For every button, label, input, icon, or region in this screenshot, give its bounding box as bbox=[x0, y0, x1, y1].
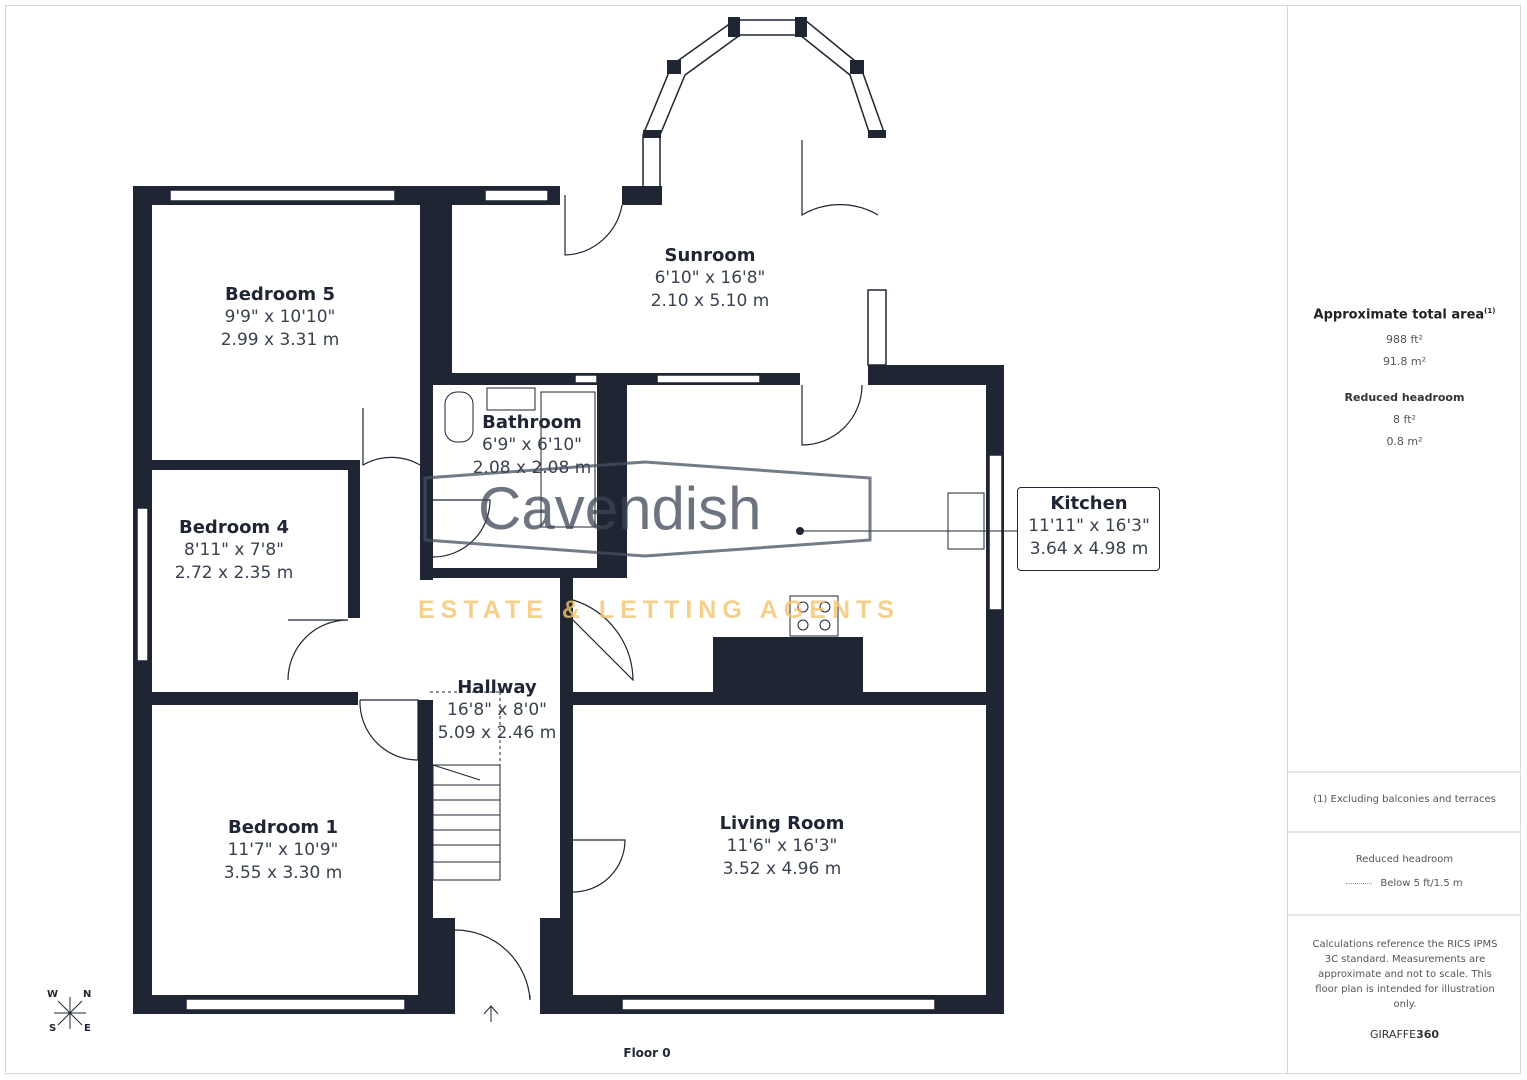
watermark-brand: Cavendish bbox=[478, 475, 762, 542]
compass-n: N bbox=[83, 989, 92, 1000]
watermark-tagline: ESTATE & LETTING AGENTS bbox=[418, 596, 900, 624]
kitchen-label-box bbox=[1017, 487, 1160, 571]
room-metric: 3.55 x 3.30 m bbox=[223, 863, 343, 883]
compass-rose bbox=[54, 997, 86, 1029]
room-name: Bathroom bbox=[482, 412, 582, 433]
room-name: Bedroom 5 bbox=[225, 284, 335, 305]
legend-title: Reduced headroom bbox=[1355, 854, 1454, 865]
legend-item-text: Below 5 ft/1.5 m bbox=[1380, 878, 1463, 889]
room-metric: 2.99 x 3.31 m bbox=[220, 330, 340, 350]
stairs bbox=[430, 691, 501, 881]
room-metric: 2.08 x 2.08 m bbox=[472, 458, 592, 478]
compass-w: W bbox=[47, 989, 59, 1000]
room-metric: 5.09 x 2.46 m bbox=[437, 723, 557, 743]
total-area-title: Approximate total area(1) bbox=[1288, 307, 1521, 322]
info-panel: Approximate total area(1) 988 ft² 91.8 m… bbox=[1287, 5, 1521, 1074]
footnote: (1) Excluding balconies and terraces bbox=[1313, 794, 1496, 805]
room-bedroom5: Bedroom 5 9'9" x 10'10" 2.99 x 3.31 m bbox=[221, 283, 340, 352]
windows bbox=[136, 189, 1003, 1011]
room-bathroom: Bathroom 6'9" x 6'10" 2.08 x 2.08 m bbox=[473, 411, 592, 480]
room-name: Bedroom 4 bbox=[179, 517, 289, 538]
giraffe360-logo: GIRAFFE360 bbox=[1288, 1028, 1521, 1041]
room-name: Bedroom 1 bbox=[228, 817, 338, 838]
fixtures bbox=[444, 387, 1017, 1022]
room-name: Living Room bbox=[719, 813, 845, 834]
dotted-line-icon bbox=[1346, 882, 1373, 884]
compass-e: E bbox=[84, 1023, 91, 1034]
reduced-headroom-ft: 8 ft² bbox=[1393, 413, 1416, 426]
room-bedroom4: Bedroom 4 8'11" x 7'8" 2.72 x 2.35 m bbox=[175, 516, 294, 585]
room-imperial: 16'8" x 8'0" bbox=[447, 700, 547, 720]
reduced-headroom-m: 0.8 m² bbox=[1386, 435, 1423, 448]
divider bbox=[1288, 831, 1521, 833]
room-bedroom1: Bedroom 1 11'7" x 10'9" 3.55 x 3.30 m bbox=[224, 816, 343, 885]
room-sunroom: Sunroom 6'10" x 16'8" 2.10 x 5.10 m bbox=[651, 244, 770, 313]
room-metric: 2.10 x 5.10 m bbox=[650, 291, 770, 311]
logo-text-light: GIRAFFE bbox=[1369, 1028, 1417, 1041]
room-imperial: 8'11" x 7'8" bbox=[184, 540, 284, 560]
page-frame bbox=[5, 5, 1521, 1074]
logo-text-bold: 360 bbox=[1416, 1028, 1440, 1041]
room-name: Kitchen bbox=[1050, 493, 1128, 514]
room-living: Living Room 11'6" x 16'3" 3.52 x 4.96 m bbox=[720, 812, 845, 881]
floor-label: Floor 0 bbox=[623, 1046, 671, 1060]
footnote-marker: (1) bbox=[1484, 307, 1496, 315]
legend-item: Below 5 ft/1.5 m bbox=[1288, 878, 1521, 889]
room-imperial: 6'9" x 6'10" bbox=[482, 435, 582, 455]
room-metric: 3.52 x 4.96 m bbox=[722, 859, 842, 879]
room-imperial: 6'10" x 16'8" bbox=[654, 268, 766, 288]
divider bbox=[1288, 771, 1521, 773]
room-name: Hallway bbox=[457, 677, 537, 698]
disclaimer: Calculations reference the RICS IPMS 3C … bbox=[1312, 939, 1498, 1010]
total-area-title-text: Approximate total area bbox=[1313, 307, 1485, 323]
floor-plan bbox=[54, 17, 1017, 1029]
room-metric: 2.72 x 2.35 m bbox=[174, 563, 294, 583]
compass-s: S bbox=[49, 1023, 57, 1034]
reduced-headroom-title: Reduced headroom bbox=[1344, 391, 1465, 404]
room-imperial: 11'11" x 16'3" bbox=[1028, 516, 1150, 536]
room-name: Sunroom bbox=[664, 245, 756, 266]
room-kitchen: Kitchen 11'11" x 16'3" 3.64 x 4.98 m bbox=[1028, 492, 1150, 561]
room-imperial: 11'6" x 16'3" bbox=[726, 836, 838, 856]
room-imperial: 9'9" x 10'10" bbox=[224, 307, 336, 327]
doors bbox=[287, 140, 879, 1001]
watermark-badge bbox=[423, 460, 872, 558]
total-area-ft: 988 ft² bbox=[1386, 333, 1423, 346]
divider bbox=[1288, 914, 1521, 916]
room-metric: 3.64 x 4.98 m bbox=[1029, 539, 1149, 559]
total-area-m: 91.8 m² bbox=[1382, 355, 1427, 368]
room-imperial: 11'7" x 10'9" bbox=[227, 840, 339, 860]
room-hallway: Hallway 16'8" x 8'0" 5.09 x 2.46 m bbox=[438, 676, 557, 745]
